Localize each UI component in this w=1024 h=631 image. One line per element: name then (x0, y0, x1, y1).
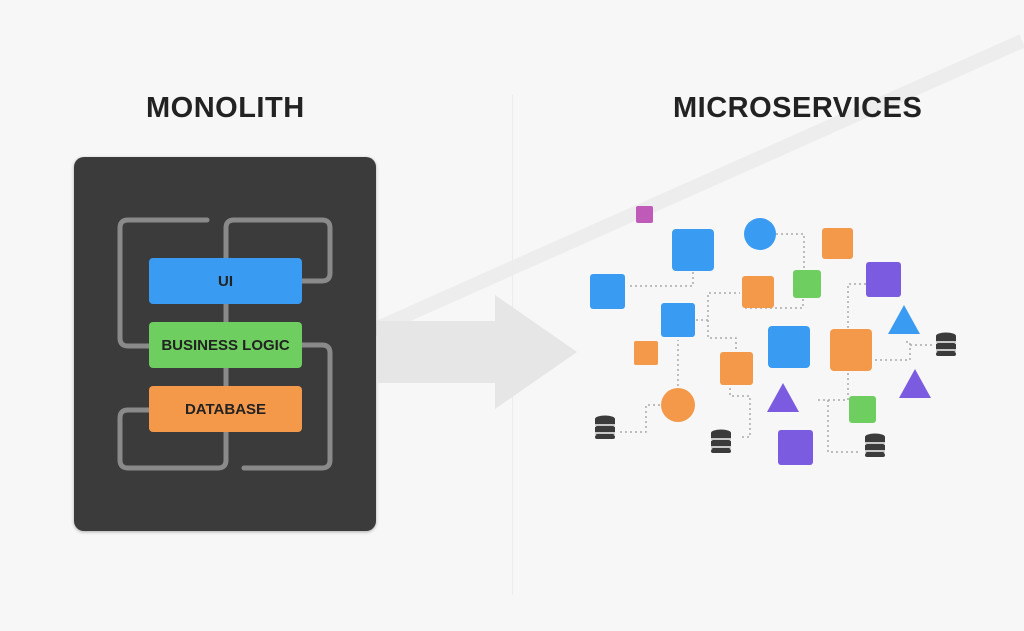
connector-path (241, 342, 333, 471)
service-triangle-purple (767, 383, 799, 412)
arrow-right-icon (377, 295, 577, 409)
monolith-title: MONOLITH (146, 92, 305, 124)
service-square-purple (866, 262, 901, 297)
connector-path (117, 217, 210, 349)
service-triangle-purple (899, 369, 931, 398)
service-circle-orange (661, 388, 695, 422)
service-square-orange (720, 352, 753, 385)
connector-path (117, 407, 229, 471)
database-icon (865, 433, 885, 457)
database-icon (936, 332, 956, 356)
layer-business-logic: BUSINESS LOGIC (149, 322, 302, 368)
service-triangle-blue (888, 305, 920, 334)
service-circle-blue (744, 218, 776, 250)
service-square-orange (822, 228, 853, 259)
service-square-orange (830, 329, 872, 371)
service-square-orange (634, 341, 658, 365)
connector-path (223, 217, 333, 284)
service-square-orange (742, 276, 774, 308)
service-square-blue (768, 326, 810, 368)
layer-database: DATABASE (149, 386, 302, 432)
service-square-blue (590, 274, 625, 309)
service-square-green (849, 396, 876, 423)
service-square-green (793, 270, 821, 298)
dotted-links (620, 233, 935, 453)
service-square-blue (672, 229, 714, 271)
layer-ui: UI (149, 258, 302, 304)
service-square-magenta (636, 206, 653, 223)
database-icon (711, 429, 731, 453)
service-nodes (590, 206, 931, 465)
database-icon (595, 415, 615, 439)
service-square-purple (778, 430, 813, 465)
microservices-title: MICROSERVICES (673, 92, 923, 124)
database-icon-separators (595, 341, 956, 452)
service-square-blue (661, 303, 695, 337)
